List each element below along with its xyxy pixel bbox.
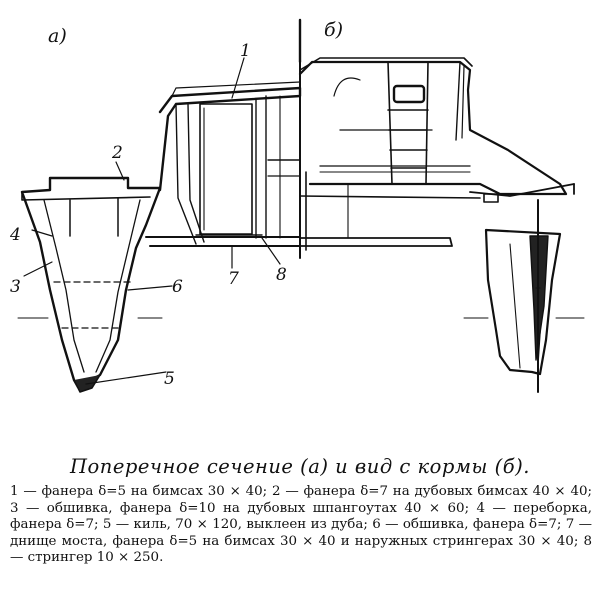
inner-plating	[43, 199, 85, 373]
callout-1: 1	[240, 41, 251, 61]
hull-outline	[20, 176, 162, 389]
stern-view	[298, 18, 585, 393]
legend-block: 1 — фанера δ=5 на бимсах 30 × 40; 2 — фа…	[10, 484, 592, 567]
panel-label-a: а)	[48, 25, 67, 47]
callout-2: 2	[111, 143, 123, 163]
callout-8: 8	[276, 265, 287, 285]
figure-caption: Поперечное сечение (а) и вид с кормы (б)…	[70, 455, 530, 478]
cabin-outline	[298, 60, 568, 196]
cross-section-view	[17, 19, 302, 393]
callout-6: 6	[172, 277, 183, 297]
tiller	[469, 183, 575, 197]
catamaran-drawing: а) б) 1 2 3 4 5 6 7 8	[9, 18, 585, 393]
bridge-deck	[145, 236, 301, 247]
hatch	[392, 84, 426, 104]
right-hull	[484, 228, 562, 376]
callout-4: 4	[9, 225, 21, 245]
callout-7: 7	[228, 269, 239, 289]
leader-lines	[23, 57, 281, 385]
callout-3: 3	[10, 277, 21, 297]
legend-text: 1 — фанера δ=5 на бимсах 30 × 40; 2 — фа…	[10, 484, 592, 566]
panel-label-b: б)	[324, 19, 343, 41]
ladder	[387, 61, 429, 185]
callout-5: 5	[164, 369, 175, 389]
